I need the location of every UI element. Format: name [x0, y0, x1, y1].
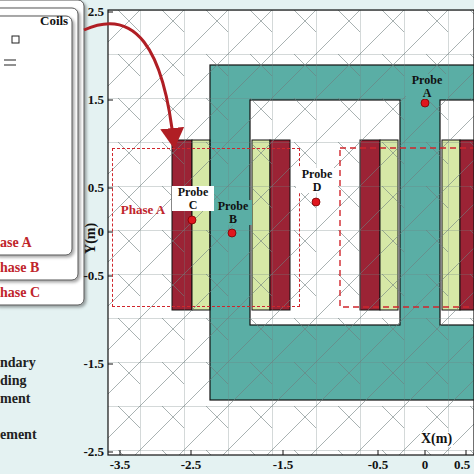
tick-label: 0.5: [454, 458, 470, 472]
curved-arrow: [84, 24, 174, 146]
axis-title: Y(m): [85, 222, 100, 253]
panel-text: hase B: [0, 261, 39, 276]
panel-text: Coils: [40, 14, 68, 28]
probe-dot: [421, 99, 429, 107]
probe-label: Probe C: [172, 186, 214, 211]
tick-label: -3.5: [110, 458, 131, 472]
tick-label: -2.5: [181, 458, 202, 472]
probe-label: Probe B: [214, 200, 252, 225]
phase-label: Phase A: [117, 203, 169, 217]
panel-text: ding: [0, 374, 26, 389]
panel-text: ement: [0, 428, 37, 443]
axis-title: X(m): [420, 432, 453, 447]
tick-label: -1.5: [273, 458, 294, 472]
card: [0, 8, 78, 280]
tick-label: 0.5: [88, 181, 104, 195]
card: [0, 16, 72, 255]
phase-region: [340, 148, 474, 307]
card: [0, 0, 84, 305]
panel-text: ment: [0, 392, 30, 407]
plot-area: [108, 10, 474, 455]
tick-label: 0: [422, 458, 429, 472]
tick-label: -0.5: [83, 269, 104, 283]
probe-label: Probe A: [406, 74, 448, 99]
tick-label: -1.5: [83, 357, 104, 371]
plot-frame: [108, 10, 474, 455]
panel-text: hase C: [0, 286, 40, 301]
tick-label: 0: [98, 225, 105, 239]
probe-dot: [188, 216, 196, 224]
mesh: [108, 10, 474, 455]
tick-label: -0.5: [368, 458, 389, 472]
legend-panel: Coils ase A hase B hase C ndary ding ment ement: [0, 0, 84, 474]
probe-dot: [312, 198, 320, 206]
symbol-square: [12, 36, 19, 43]
panel-text: ase A: [0, 236, 32, 251]
probe-label: Probe D: [296, 168, 338, 193]
symbol-equals: [4, 60, 16, 65]
tick-label: 1.5: [88, 93, 104, 107]
phase-region: Phase A: [112, 148, 300, 307]
tick-label: 2.5: [88, 5, 104, 19]
probe-dot: [228, 229, 236, 237]
tick-label: -2.5: [83, 445, 104, 459]
panel-text: ndary: [0, 356, 36, 371]
